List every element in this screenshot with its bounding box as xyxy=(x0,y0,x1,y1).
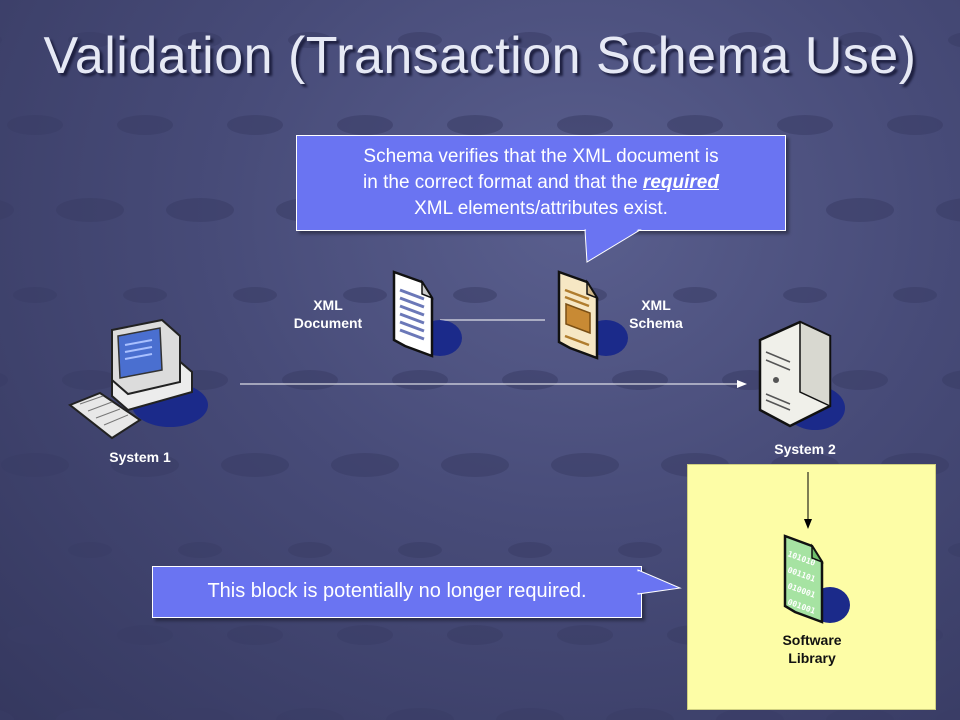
background-dot xyxy=(56,198,124,222)
callout-line-2-text: in the correct format and that the xyxy=(363,172,643,193)
background-dot xyxy=(0,710,14,720)
background-dot xyxy=(936,708,960,720)
background-dot xyxy=(0,373,8,387)
xml-document-icon xyxy=(392,270,462,358)
software-library-label-line2: Library xyxy=(788,650,836,666)
background-dot xyxy=(948,32,960,48)
background-dot xyxy=(667,115,723,135)
background-dot xyxy=(221,453,289,477)
background-dot xyxy=(282,370,338,390)
xml-schema-label: XML Schema xyxy=(606,296,706,332)
background-dot xyxy=(398,32,442,48)
xml-document-label-line2: Document xyxy=(293,315,363,331)
desktop-computer-icon xyxy=(68,318,208,440)
background-dot xyxy=(618,32,662,48)
background-dot xyxy=(0,546,2,554)
background-dot xyxy=(68,542,112,558)
background-dot xyxy=(337,115,393,135)
block-callout-tail xyxy=(637,569,682,595)
page-title: Validation (Transaction Schema Use) xyxy=(43,27,917,85)
background-dot xyxy=(337,625,393,645)
background-dot xyxy=(838,32,882,48)
background-dot xyxy=(0,200,14,220)
background-dot xyxy=(233,287,277,303)
background-dot xyxy=(343,287,387,303)
schema-callout-tail xyxy=(584,229,642,263)
background-dot xyxy=(832,370,888,390)
background-dot xyxy=(288,542,332,558)
background-dot xyxy=(557,625,613,645)
background-dot xyxy=(453,287,497,303)
server-tower-icon xyxy=(758,320,845,430)
background-dot xyxy=(178,542,222,558)
background-dot xyxy=(887,115,943,135)
background-dot xyxy=(783,287,827,303)
xml-document-label-line1: XML xyxy=(313,297,343,313)
background-dot xyxy=(612,370,668,390)
callout-line-3: XML elements/attributes exist. xyxy=(414,198,668,219)
background-dot xyxy=(728,32,772,48)
background-dot xyxy=(398,542,442,558)
background-dot xyxy=(166,708,234,720)
background-dot xyxy=(111,453,179,477)
xml-document-label: XML Document xyxy=(278,296,378,332)
block-callout: This block is potentially no longer requ… xyxy=(152,566,642,618)
background-dot xyxy=(56,708,124,720)
background-dot xyxy=(942,370,960,390)
background-dot xyxy=(227,625,283,645)
background-dot xyxy=(936,198,960,222)
required-emphasis: required xyxy=(642,172,719,193)
callout-line-1: Schema verifies that the XML document is xyxy=(363,146,719,167)
background-dot xyxy=(551,453,619,477)
software-library-label-line1: Software xyxy=(782,632,842,648)
system2-label: System 2 xyxy=(774,441,836,457)
background-dot xyxy=(117,625,173,645)
background-dot xyxy=(716,708,784,720)
background-dot xyxy=(68,32,112,48)
background-dot xyxy=(7,115,63,135)
background-dot xyxy=(276,708,344,720)
background-dot xyxy=(893,287,937,303)
background-dot xyxy=(123,287,167,303)
background-dot xyxy=(826,708,894,720)
background-dot xyxy=(166,198,234,222)
background-dot xyxy=(288,32,332,48)
xml-schema-label-line1: XML xyxy=(641,297,671,313)
background-dot xyxy=(447,115,503,135)
schema-callout: Schema verifies that the XML document is… xyxy=(296,135,786,231)
software-library-label: Software Library xyxy=(762,631,862,667)
background-dot xyxy=(386,708,454,720)
background-dot xyxy=(508,542,552,558)
background-dot xyxy=(0,36,2,44)
system1-label: System 1 xyxy=(109,449,171,465)
background-dot xyxy=(777,115,833,135)
xml-schema-label-line2: Schema xyxy=(629,315,683,331)
binary-file-icon: 101010 001101 010001 001001 xyxy=(783,534,850,624)
background-dot xyxy=(948,542,960,558)
background-dot xyxy=(508,32,552,48)
background-dot xyxy=(496,708,564,720)
background-dot xyxy=(1,453,69,477)
background-dot xyxy=(227,115,283,135)
background-dot xyxy=(178,32,222,48)
background-dot xyxy=(447,625,503,645)
background-dot xyxy=(826,198,894,222)
background-dot xyxy=(502,370,558,390)
background-dot xyxy=(62,370,118,390)
background-dot xyxy=(606,708,674,720)
background-dot xyxy=(557,115,613,135)
background-dot xyxy=(441,453,509,477)
background-dot xyxy=(7,625,63,645)
callout-line-2: in the correct format and that the requi… xyxy=(297,170,785,196)
xml-schema-icon xyxy=(557,270,628,360)
background-dot xyxy=(618,542,662,558)
background-dot xyxy=(392,370,448,390)
background-dot xyxy=(673,287,717,303)
background-dot xyxy=(331,453,399,477)
background-dot xyxy=(117,115,173,135)
background-dot xyxy=(13,287,57,303)
